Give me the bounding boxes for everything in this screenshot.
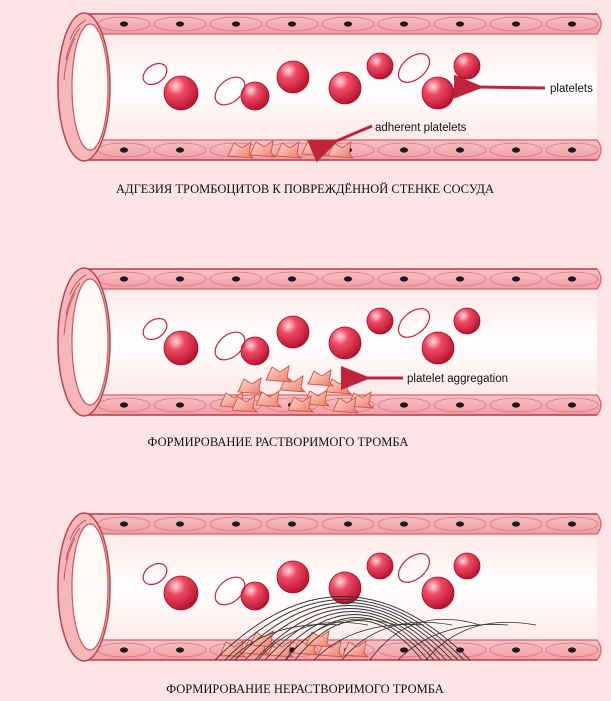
cell-nucleus	[400, 147, 408, 152]
red-blood-cell	[422, 577, 454, 609]
red-blood-cell	[367, 53, 393, 79]
cell-nucleus	[232, 521, 240, 526]
cell-nucleus	[456, 521, 464, 526]
cell-nucleus	[344, 276, 352, 281]
red-blood-cell	[422, 332, 454, 364]
cell-nucleus	[568, 402, 576, 407]
cell-nucleus	[400, 276, 408, 281]
cell-nucleus	[176, 647, 184, 652]
cell-nucleus	[120, 402, 128, 407]
caption-aggregation: ФОРМИРОВАНИЕ РАСТВОРИМОГО ТРОМБА	[148, 435, 409, 449]
cell-nucleus	[232, 21, 240, 26]
label-adherent-platelets-text: adherent platelets	[375, 122, 467, 134]
panel-fibrin	[58, 513, 601, 661]
cell-nucleus	[344, 21, 352, 26]
cell-nucleus	[400, 21, 408, 26]
red-blood-cell	[454, 53, 480, 79]
red-blood-cell	[422, 77, 454, 109]
cell-nucleus	[568, 276, 576, 281]
cell-nucleus	[512, 402, 520, 407]
vessel-opening-inner	[72, 524, 108, 650]
cell-nucleus	[568, 647, 576, 652]
red-blood-cell	[329, 327, 361, 359]
caption-adhesion: АДГЕЗИЯ ТРОМБОЦИТОВ К ПОВРЕЖДЁННОЙ СТЕНК…	[116, 182, 494, 196]
cell-nucleus	[120, 521, 128, 526]
cell-nucleus	[176, 21, 184, 26]
cell-nucleus	[456, 276, 464, 281]
cell-nucleus	[456, 147, 464, 152]
cell-nucleus	[120, 147, 128, 152]
red-blood-cell	[164, 76, 198, 110]
cell-nucleus	[568, 521, 576, 526]
cell-nucleus	[288, 276, 296, 281]
cell-nucleus	[400, 521, 408, 526]
cell-nucleus	[288, 21, 296, 26]
red-blood-cell	[164, 331, 198, 365]
cell-nucleus	[176, 276, 184, 281]
red-blood-cell	[367, 553, 393, 579]
cell-nucleus	[344, 521, 352, 526]
cell-nucleus	[400, 402, 408, 407]
cell-nucleus	[120, 647, 128, 652]
red-blood-cell	[454, 308, 480, 334]
cell-nucleus	[456, 21, 464, 26]
cell-nucleus	[568, 21, 576, 26]
vessel-opening-inner	[72, 279, 108, 405]
red-blood-cell	[164, 576, 198, 610]
label-platelet-aggregation-text: platelet aggregation	[407, 373, 508, 385]
cell-nucleus	[288, 521, 296, 526]
cell-nucleus	[176, 147, 184, 152]
red-blood-cell	[277, 61, 309, 93]
cell-nucleus	[120, 21, 128, 26]
arrow-platelets	[478, 87, 545, 88]
cell-nucleus	[512, 276, 520, 281]
label-platelets-text: platelets	[550, 83, 593, 95]
cell-nucleus	[512, 647, 520, 652]
cell-nucleus	[512, 521, 520, 526]
cell-nucleus	[568, 147, 576, 152]
cell-nucleus	[456, 402, 464, 407]
cell-nucleus	[232, 276, 240, 281]
red-blood-cell	[277, 561, 309, 593]
cell-nucleus	[120, 276, 128, 281]
red-blood-cell	[454, 553, 480, 579]
cell-nucleus	[176, 521, 184, 526]
red-blood-cell	[329, 72, 361, 104]
cell-nucleus	[512, 21, 520, 26]
red-blood-cell	[367, 308, 393, 334]
vessel-opening-inner	[72, 24, 108, 150]
cell-nucleus	[176, 402, 184, 407]
panel-aggregation	[58, 268, 601, 416]
caption-fibrin: ФОРМИРОВАНИЕ НЕРАСТВОРИМОГО ТРОМБА	[166, 682, 444, 696]
cell-nucleus	[512, 147, 520, 152]
red-blood-cell	[277, 316, 309, 348]
